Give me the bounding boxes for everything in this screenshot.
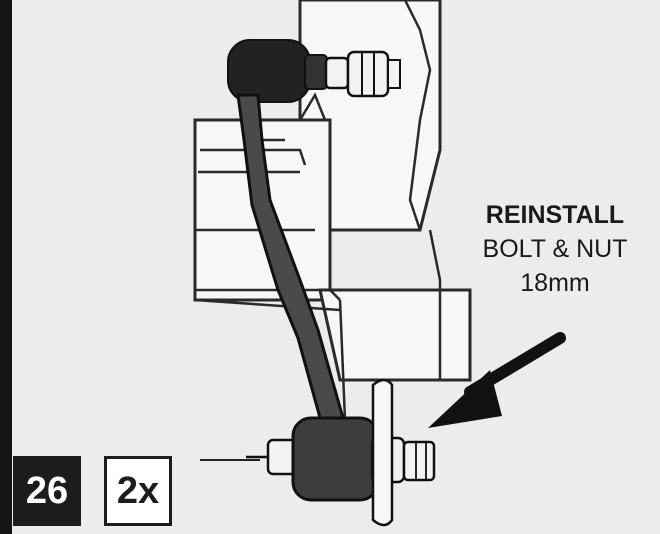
mount-plate-panel xyxy=(318,288,472,382)
callout-line-size: 18mm xyxy=(520,269,590,297)
callout-line-bolt-nut: BOLT & NUT xyxy=(482,235,628,263)
quantity-badge: 2x xyxy=(104,456,172,526)
step-number-badge: 26 xyxy=(13,456,81,526)
left-border-bar xyxy=(0,0,12,534)
chassis-detail-lines xyxy=(194,0,442,421)
upper-ball-joint xyxy=(227,39,401,103)
callout-line-reinstall: REINSTALL xyxy=(485,201,625,229)
callout-text: REINSTALL BOLT & NUT 18mm xyxy=(455,198,655,300)
callout-arrow xyxy=(428,332,566,428)
lower-bushing xyxy=(246,378,436,527)
